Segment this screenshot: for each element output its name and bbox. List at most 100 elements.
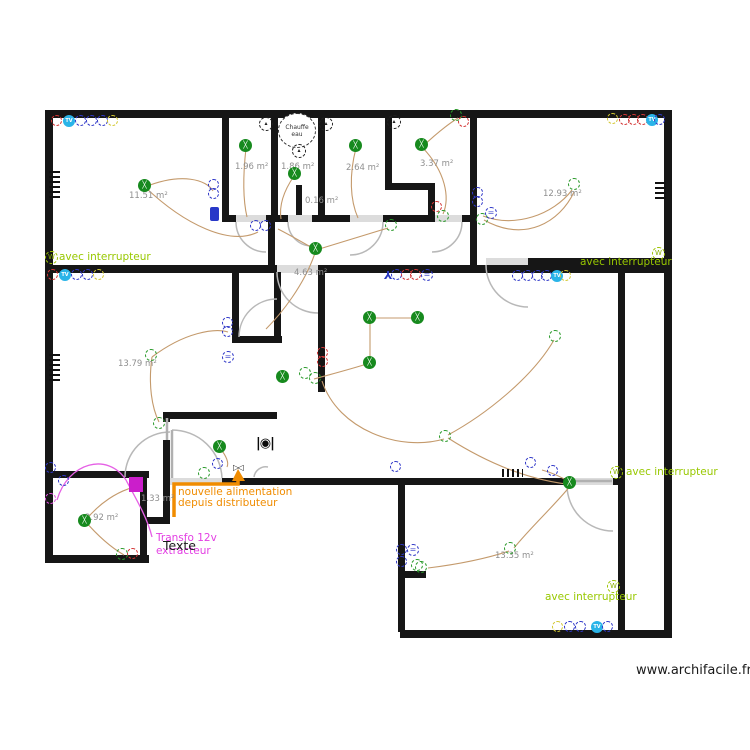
water-heater-label-1: Chauffe: [285, 123, 309, 131]
ceiling-light-icon: ╳: [563, 476, 576, 489]
ceiling-light-icon: ╳: [276, 370, 289, 383]
socket-blue-icon: [472, 196, 483, 207]
socket-yellow-icon: [552, 621, 563, 632]
socket-blue-icon: [547, 465, 558, 476]
transfo-note-line2: extracteur: [156, 545, 211, 557]
socket-blue-icon: [45, 462, 56, 473]
archifacile-watermark: www.archifacile.fr: [636, 663, 750, 678]
door-arcs: [124, 221, 614, 532]
ventilation-icon: ▴: [319, 117, 333, 131]
room-area-label: 2.92 m²: [85, 513, 119, 523]
socket-blue-icon: [86, 115, 97, 126]
new-supply-line: [172, 469, 245, 517]
socket-blue-icon: [222, 326, 233, 337]
new-supply-note-line1: nouvelle alimentation: [178, 486, 293, 498]
room-area-label: 1.96 m²: [235, 162, 269, 172]
socket-yellow-icon: [93, 269, 104, 280]
ventilation-icon: ▴: [387, 115, 401, 129]
two-way-switch-icon: W: [652, 247, 665, 260]
tv-socket-icon: TV: [59, 269, 71, 281]
spotlight-icon: |◉|: [256, 436, 275, 451]
socket-blue-icon: [75, 115, 86, 126]
ceiling-light-icon: ╳: [411, 311, 424, 324]
network-socket-icon: =: [485, 207, 497, 219]
socket-red-icon: [410, 269, 421, 280]
two-way-switch-icon: W: [45, 251, 58, 264]
ventilation-icon: ▴: [292, 144, 306, 158]
room-area-label: 13.79 m²: [118, 359, 157, 369]
room-area-label: 0.16 m²: [305, 196, 339, 206]
radiator-icon: [655, 182, 666, 199]
socket-blue-icon: [654, 114, 665, 125]
transfo-note-line1: Transfo 12v: [156, 532, 217, 544]
socket-blue-icon: [390, 461, 401, 472]
socket-blue-icon: [58, 475, 69, 486]
room-area-label: 11.51 m²: [129, 191, 168, 201]
two-way-switch-icon: W: [610, 466, 623, 479]
socket-red-icon: [458, 116, 469, 127]
switch-icon: [568, 178, 580, 190]
tv-socket-icon: TV: [591, 621, 603, 633]
network-socket-icon: =: [421, 269, 433, 281]
room-area-label: 1.33 m²: [141, 494, 175, 504]
ceiling-light-icon: ╳: [415, 138, 428, 151]
socket-blue-icon: [260, 220, 271, 231]
ceiling-light-icon: ╳: [288, 167, 301, 180]
avec-interrupteur-note: avec interrupteur: [545, 591, 637, 603]
socket-red-icon: [47, 269, 58, 280]
distributor-icon: ▷◁: [233, 463, 244, 472]
ceiling-light-icon: ╳: [309, 242, 322, 255]
room-area-label: 3.37 m²: [420, 159, 454, 169]
avec-interrupteur-note: avec interrupteur: [626, 466, 718, 478]
avec-interrupteur-note: avec interrupteur: [59, 251, 151, 263]
room-area-label: 13.35 m²: [495, 551, 534, 561]
radiator-icon: [49, 354, 60, 382]
switch-icon: [198, 467, 210, 479]
switch-icon: [504, 542, 516, 554]
room-area-label: 12.93 m²: [543, 189, 582, 199]
avec-interrupteur-note: avec interrupteur: [580, 256, 672, 268]
radiator-icon: [502, 469, 523, 477]
network-socket-icon: =: [222, 351, 234, 363]
switch-icon: [309, 372, 321, 384]
ceiling-light-icon: ╳: [138, 179, 151, 192]
switch-icon: [411, 559, 423, 571]
water-heater-icon: Chauffe eau: [278, 113, 316, 148]
wall-light-icon: [210, 207, 219, 221]
socket-red-icon: [317, 356, 328, 367]
switch-icon: [153, 417, 165, 429]
ceiling-light-icon: ╳: [349, 139, 362, 152]
ceiling-light-icon: ╳: [213, 440, 226, 453]
water-heater-label-2: eau: [291, 130, 303, 138]
socket-blue-icon: [396, 544, 407, 555]
ceiling-light-icon: ╳: [363, 311, 376, 324]
switch-icon: [450, 109, 462, 121]
socket-magenta-icon: [45, 493, 56, 504]
switch-icon: [439, 430, 451, 442]
room-area-label: 4.63 m²: [294, 268, 328, 278]
ceiling-light-icon: ╳: [239, 139, 252, 152]
new-supply-note-line2: depuis distributeur: [178, 497, 278, 509]
texte-label: Texte: [163, 538, 196, 553]
socket-blue-icon: [82, 269, 93, 280]
ceiling-light-icon: ╳: [363, 356, 376, 369]
tv-socket-icon: TV: [63, 115, 75, 127]
room-area-label: 2.64 m²: [346, 163, 380, 173]
socket-yellow-icon: [560, 270, 571, 281]
socket-red-icon: [51, 115, 62, 126]
socket-blue-icon: [575, 621, 586, 632]
transfo-leader-line: [56, 463, 153, 538]
socket-blue-icon: [71, 269, 82, 280]
socket-blue-icon: [602, 621, 613, 632]
transformer-icon: [129, 477, 143, 492]
socket-red-icon: [127, 548, 138, 559]
radiator-icon: [49, 171, 60, 198]
switch-icon: [549, 330, 561, 342]
ventilation-icon: ▴: [259, 117, 273, 131]
switch-icon: [476, 213, 488, 225]
door-sills: [170, 215, 613, 485]
ceiling-light-icon: ╳: [78, 514, 91, 527]
socket-blue-icon: [396, 556, 407, 567]
